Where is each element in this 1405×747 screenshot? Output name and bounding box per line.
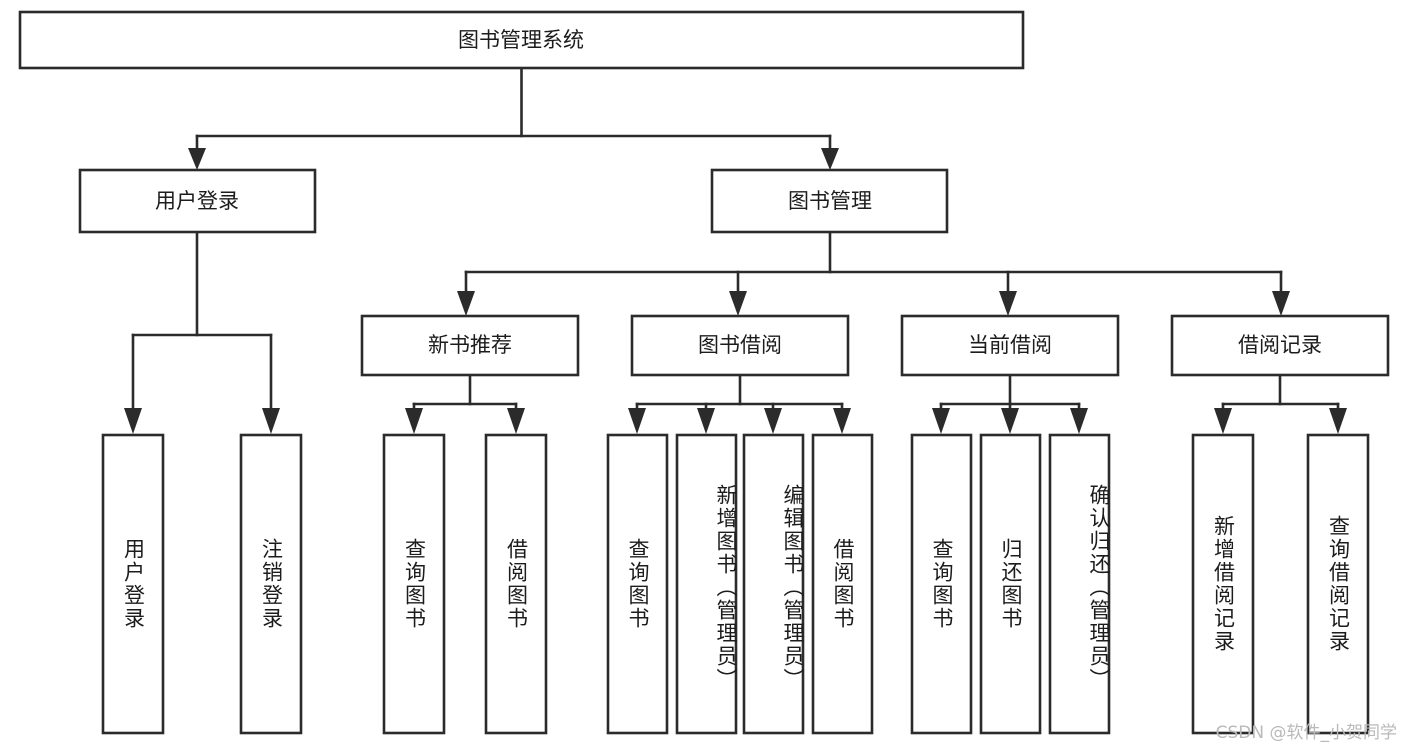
arrow-head-leaf-add-record <box>1214 408 1232 434</box>
node-book-manage[interactable] <box>710 168 949 234</box>
node-leaf-confirm-return[interactable] <box>1048 433 1111 735</box>
arrow-head-leaf-add-book <box>697 408 715 434</box>
node-borrow-record[interactable] <box>1170 314 1390 377</box>
node-leaf-query-book-3[interactable] <box>910 433 973 735</box>
node-new-book-rec-label: 新书推荐 <box>428 333 512 357</box>
arrow-head-borrow-record <box>1272 291 1290 316</box>
arrow-head-user-login <box>188 148 206 170</box>
node-leaf-return-book[interactable] <box>979 433 1042 735</box>
arrow-head-leaf-query-record <box>1329 408 1347 434</box>
arrow-head-leaf-query-book-1 <box>405 408 423 434</box>
node-leaf-query-book-2[interactable] <box>606 433 669 735</box>
node-book-borrow-label: 图书借阅 <box>698 333 782 357</box>
arrow-head-leaf-return-book <box>1001 408 1019 434</box>
node-book-manage-label: 图书管理 <box>788 189 872 213</box>
node-layer: 图书管理系统 用户登录 图书管理 新书推荐 图书借阅 当前借阅 借阅记录 <box>18 10 1390 735</box>
node-leaf-query-book-1[interactable] <box>382 433 446 735</box>
arrow-head-leaf-edit-book <box>764 408 782 434</box>
arrow-head-leaf-confirm-return <box>1070 408 1088 434</box>
node-leaf-borrow-book-2[interactable] <box>811 433 874 735</box>
node-user-login-label: 用户登录 <box>155 189 239 213</box>
node-root[interactable] <box>18 10 1025 70</box>
arrow-head-leaf-user-login <box>124 408 142 434</box>
node-current-borrow-label: 当前借阅 <box>968 333 1052 357</box>
arrow-head-book-borrow <box>729 291 747 316</box>
node-current-borrow[interactable] <box>900 314 1120 377</box>
arrow-head-leaf-query-book-3 <box>932 408 950 434</box>
arrow-head-new-book-rec <box>457 291 475 316</box>
arrow-head-current-borrow <box>999 291 1017 316</box>
node-book-borrow[interactable] <box>630 314 850 377</box>
arrow-head-leaf-borrow-book-2 <box>833 408 851 434</box>
node-leaf-user-login[interactable] <box>101 433 165 735</box>
node-new-book-rec[interactable] <box>360 314 580 377</box>
csdn-watermark: CSDN @软件_小贺同学 <box>1215 723 1397 743</box>
node-leaf-edit-book[interactable] <box>742 433 805 735</box>
arrow-head-leaf-query-book-2 <box>628 408 646 434</box>
node-leaf-user-logout[interactable] <box>239 433 303 735</box>
node-user-login[interactable] <box>78 168 317 234</box>
arrow-head-leaf-borrow-book-1 <box>507 408 525 434</box>
node-borrow-record-label: 借阅记录 <box>1238 333 1322 357</box>
connector-layer <box>124 66 1347 434</box>
arrow-head-leaf-user-logout <box>262 408 280 434</box>
node-leaf-query-record[interactable] <box>1306 433 1370 735</box>
node-leaf-borrow-book-1[interactable] <box>484 433 548 735</box>
node-root-label: 图书管理系统 <box>458 28 584 52</box>
node-leaf-add-record[interactable] <box>1191 433 1255 735</box>
node-leaf-add-book[interactable] <box>675 433 738 735</box>
arrow-head-book-manage <box>821 148 839 170</box>
